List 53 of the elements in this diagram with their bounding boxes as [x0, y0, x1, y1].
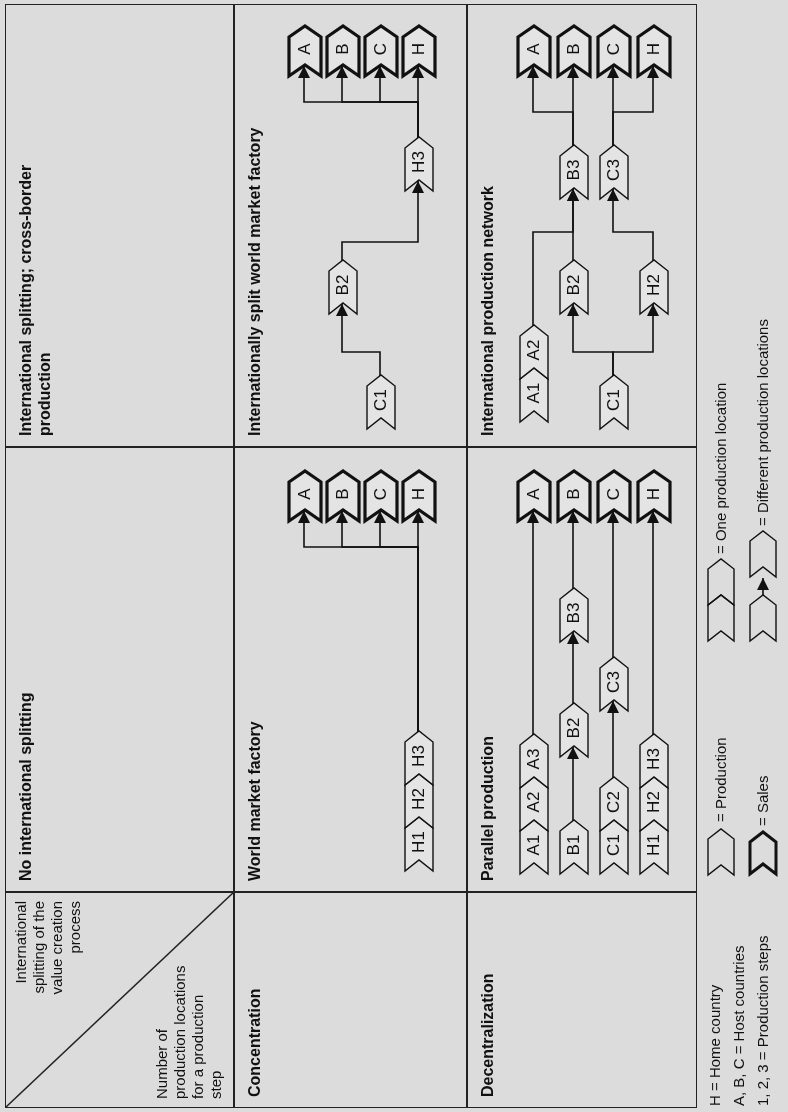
legend-label: = One production location — [712, 382, 729, 554]
production-step: H3 — [405, 731, 433, 785]
production-step: B2 — [329, 260, 357, 314]
table-cell — [467, 4, 697, 447]
production-step: H3 — [405, 137, 433, 191]
cell-heading: World market factory — [245, 721, 264, 881]
arrow — [612, 303, 659, 377]
arrow — [567, 510, 579, 590]
legend-label: = Different production locations — [754, 319, 771, 526]
legend-label: = Sales — [754, 775, 771, 826]
legend-note: A, B, C = Host countries — [730, 945, 747, 1106]
column-header: No international splitting — [5, 447, 234, 892]
arrow — [567, 746, 579, 822]
table-cell — [234, 4, 467, 447]
production-step: H2 — [640, 260, 668, 314]
arrow — [647, 510, 659, 736]
cell-heading: International production network — [478, 186, 497, 436]
arrow — [607, 510, 619, 659]
production-step: C1 — [600, 375, 628, 429]
table-cell — [234, 447, 467, 892]
production-step: H3 — [640, 734, 668, 788]
production-step: C1 — [367, 375, 395, 429]
header-text: Number of production locations for a production step — [153, 964, 225, 1099]
production-step: B1 — [560, 820, 588, 874]
arrow — [567, 188, 579, 262]
row-header: Concentration — [234, 892, 467, 1108]
production-step: A3 — [520, 734, 548, 788]
arrow — [567, 65, 579, 147]
arrow — [567, 631, 579, 705]
legend-label: = Production — [712, 737, 729, 822]
arrow — [607, 700, 619, 779]
column-header: International splitting; cross-border production — [5, 4, 234, 447]
arrow — [612, 65, 659, 147]
production-step: C2 — [600, 777, 628, 831]
legend-note: H = Home country — [706, 984, 723, 1106]
row-header: Decentralization — [467, 892, 697, 1108]
corner-cell — [5, 892, 234, 1108]
arrow — [607, 188, 654, 262]
production-step: B2 — [560, 703, 588, 757]
production-step: C3 — [600, 657, 628, 711]
production-step: B3 — [560, 588, 588, 642]
production-step: A2 — [520, 325, 548, 379]
production-step: B2 — [560, 260, 588, 314]
arrow — [336, 303, 381, 377]
arrow — [341, 180, 424, 262]
arrow — [527, 510, 539, 736]
cell-heading: Parallel production — [478, 736, 497, 881]
production-step: C3 — [600, 145, 628, 199]
legend-note: 1, 2, 3 = Production steps — [754, 935, 771, 1106]
table-cell — [467, 447, 697, 892]
cell-heading: Internationally split world market factory — [245, 127, 264, 436]
header-text: International splitting of the value creation process — [12, 901, 84, 997]
production-step: B3 — [560, 145, 588, 199]
